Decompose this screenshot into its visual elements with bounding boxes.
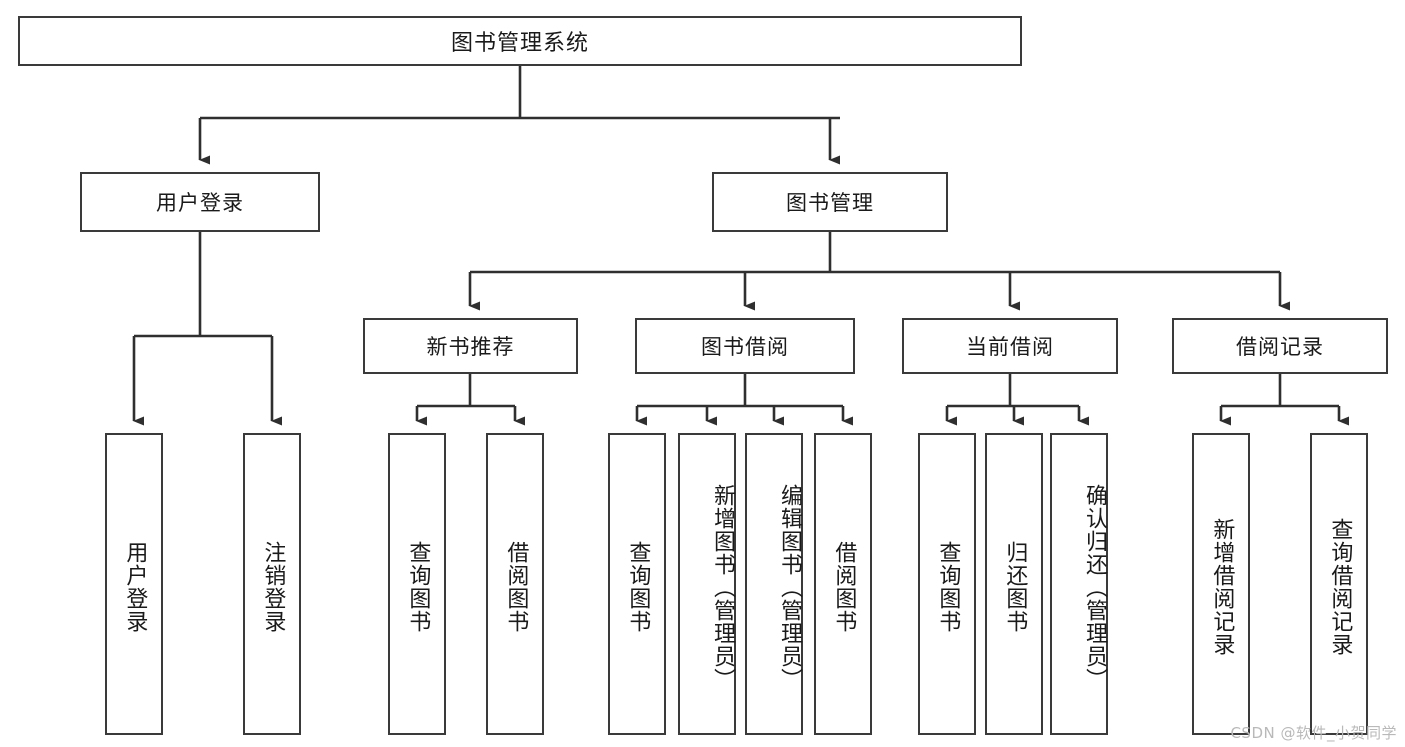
leaf-add-borrow-record[interactable]: 新增借阅记录 <box>1192 433 1250 735</box>
node-current-borrow[interactable]: 当前借阅 <box>902 318 1118 374</box>
leaf-user-login[interactable]: 用户登录 <box>105 433 163 735</box>
leaf-return-book[interactable]: 归还图书 <box>985 433 1043 735</box>
leaf-confirm-return-admin[interactable]: 确认归还（管理员） <box>1050 433 1108 735</box>
node-book-management[interactable]: 图书管理 <box>712 172 948 232</box>
leaf-query-borrow-record[interactable]: 查询借阅记录 <box>1310 433 1368 735</box>
leaf-query-book-current[interactable]: 查询图书 <box>918 433 976 735</box>
csdn-watermark: CSDN @软件_小贺同学 <box>1230 724 1397 742</box>
node-root[interactable]: 图书管理系统 <box>18 16 1022 66</box>
node-borrow-record[interactable]: 借阅记录 <box>1172 318 1388 374</box>
leaf-borrow-book-recommend[interactable]: 借阅图书 <box>486 433 544 735</box>
node-user-login[interactable]: 用户登录 <box>80 172 320 232</box>
node-new-book-recommend[interactable]: 新书推荐 <box>363 318 578 374</box>
leaf-borrow-book[interactable]: 借阅图书 <box>814 433 872 735</box>
leaf-query-book-recommend[interactable]: 查询图书 <box>388 433 446 735</box>
node-book-borrow[interactable]: 图书借阅 <box>635 318 855 374</box>
leaf-add-book-admin[interactable]: 新增图书（管理员） <box>678 433 736 735</box>
leaf-edit-book-admin[interactable]: 编辑图书（管理员） <box>745 433 803 735</box>
leaf-query-book-borrow[interactable]: 查询图书 <box>608 433 666 735</box>
leaf-logout[interactable]: 注销登录 <box>243 433 301 735</box>
